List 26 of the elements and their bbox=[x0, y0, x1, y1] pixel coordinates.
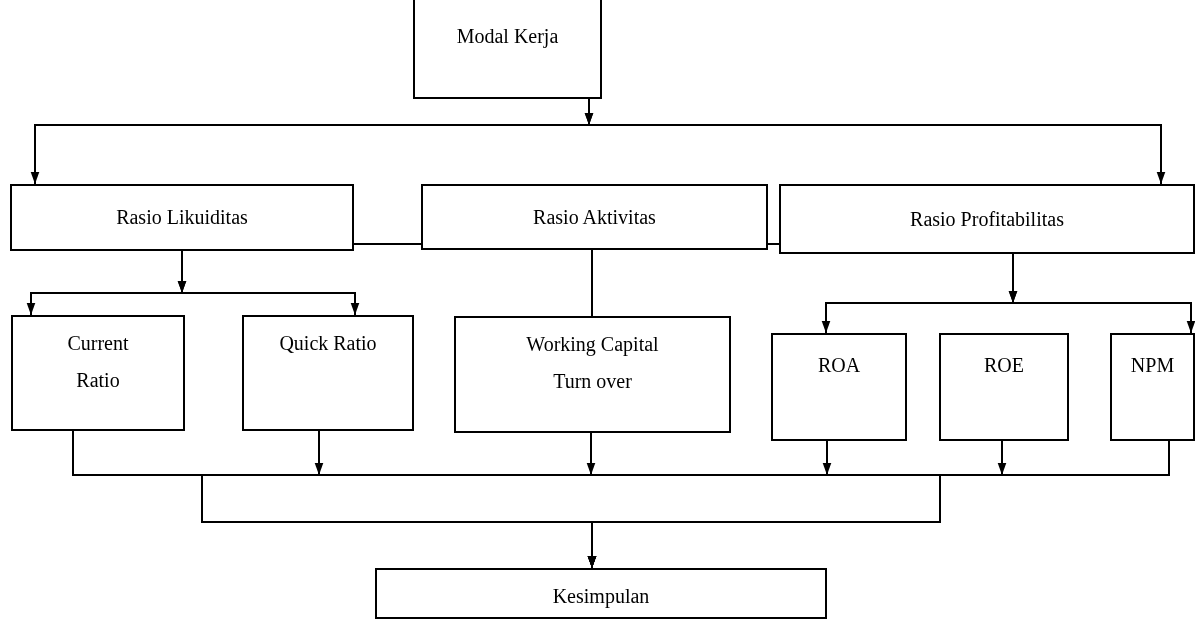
process-box bbox=[242, 315, 414, 431]
box-label: Working Capital Turn over bbox=[525, 332, 660, 394]
box-label: Rasio Profitabilitas bbox=[910, 206, 1064, 232]
connector-line bbox=[591, 249, 593, 317]
process-box bbox=[779, 184, 1195, 254]
process-box bbox=[413, 0, 602, 99]
connector-arrow bbox=[177, 250, 360, 316]
box-label: ROA bbox=[817, 353, 861, 378]
process-box bbox=[10, 184, 354, 251]
box-label: Modal Kerja bbox=[456, 24, 559, 50]
box-label: Rasio Aktivitas bbox=[533, 204, 656, 230]
connector-line bbox=[767, 243, 780, 245]
process-box bbox=[771, 333, 907, 441]
connector-line bbox=[353, 243, 422, 245]
box-label: Current Ratio bbox=[66, 331, 130, 393]
process-box bbox=[939, 333, 1069, 441]
box-label: Kesimpulan bbox=[552, 584, 650, 610]
process-box bbox=[1110, 333, 1195, 441]
box-label: Rasio Likuiditas bbox=[116, 205, 248, 230]
box-label: ROE bbox=[984, 353, 1024, 378]
box-label: NPM bbox=[1130, 353, 1175, 378]
process-box bbox=[421, 184, 768, 250]
box-label: Quick Ratio bbox=[279, 331, 377, 356]
process-box bbox=[375, 568, 827, 619]
process-box bbox=[11, 315, 185, 431]
process-box bbox=[454, 316, 731, 433]
